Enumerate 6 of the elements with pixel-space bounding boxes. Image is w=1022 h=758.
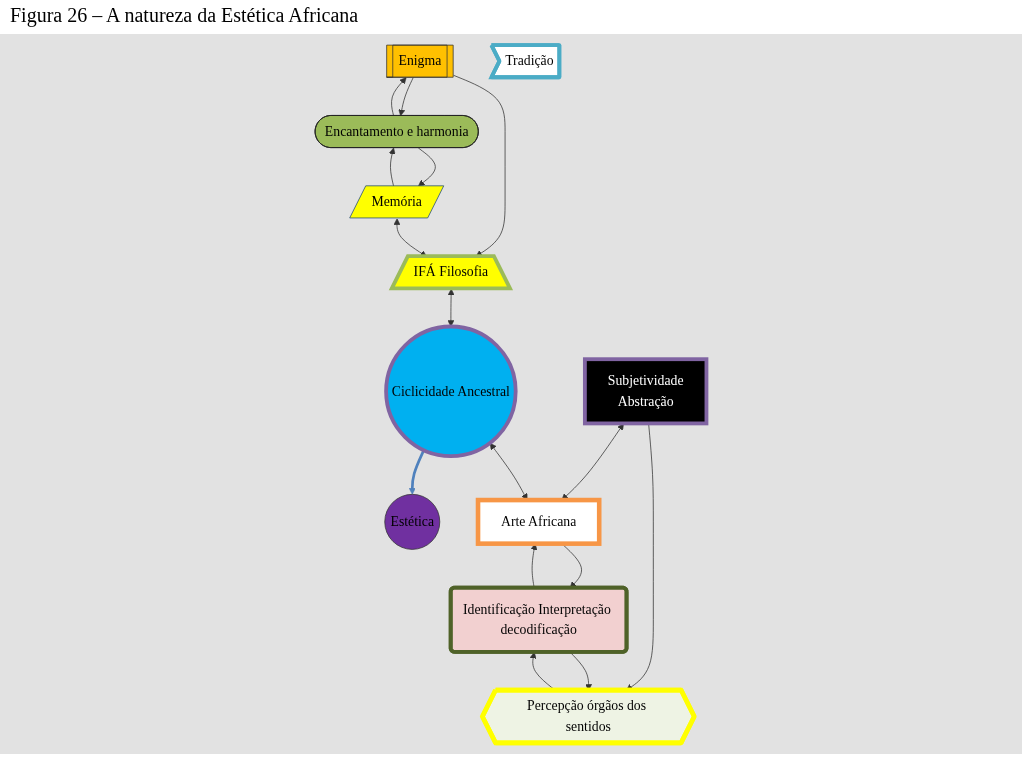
node-circle: Estética: [384, 493, 441, 550]
figure-title: Figura 26 – A natureza da Estética Africana: [9, 3, 360, 29]
arrow: [409, 449, 426, 495]
node-circle: Ciclicidade Ancestral: [384, 324, 518, 459]
node-box: Arte Africana: [475, 497, 602, 546]
node-box: Subjetividade Abstração: [583, 357, 709, 426]
